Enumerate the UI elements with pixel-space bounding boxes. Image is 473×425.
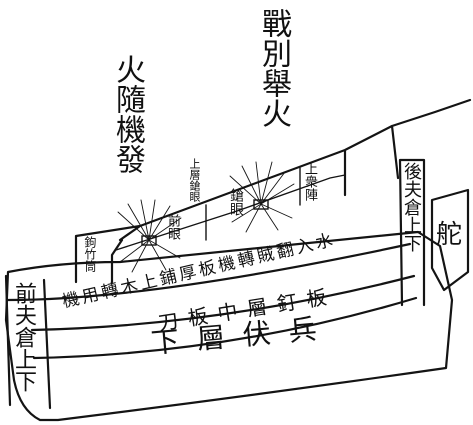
upper-band [6,242,412,302]
fire-burst-right [229,161,295,233]
fire-burst-left [117,199,182,273]
label-side-gun-port: 鎗眼 [228,188,244,216]
label-upper-gun-port: 上層鎗眼 [188,158,201,202]
cabin-frame [74,98,472,284]
hull-outline [4,230,454,422]
label-war-lift-fire: 戰別舉火 [256,8,291,128]
label-front-gun-port: 前眼 [165,214,180,240]
label-fire-follows-launch: 火隨機發 [110,54,145,174]
label-front-hatch: 前夫倉上下 [11,282,36,392]
label-rear-hatch: 後夫倉上下 [401,162,422,252]
cabin-inner-lines [115,167,346,251]
label-rudder: 舵 [436,220,463,250]
middle-band-top [30,274,416,332]
front-post [4,274,52,410]
gun-port-box-2 [253,199,269,210]
label-hook-gun: 鉤竹筒 [83,236,97,272]
rudder-shape [430,188,470,292]
rear-post [398,158,426,307]
middle-band-bottom [32,296,418,360]
gun-port-box-1 [141,235,157,246]
label-upper-fire: 上衆陣 [302,162,317,201]
